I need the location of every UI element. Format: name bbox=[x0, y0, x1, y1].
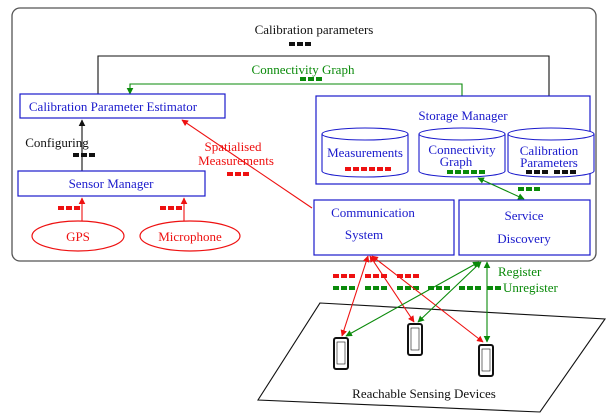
connectivity-db-token-icon bbox=[447, 170, 485, 174]
storage-manager-label: Storage Manager bbox=[418, 108, 508, 123]
spatialised-label-line1: Spatialised bbox=[204, 139, 262, 154]
gps-sensor bbox=[31, 220, 125, 252]
phone-icon bbox=[407, 323, 423, 356]
calibration-parameters-flow bbox=[97, 55, 553, 129]
service-to-graph-arrow bbox=[477, 177, 525, 200]
gps-token-icon bbox=[58, 206, 80, 210]
system-container bbox=[11, 7, 597, 262]
register-label: Register bbox=[498, 264, 542, 279]
connectivity-db-label-line1: Connectivity bbox=[428, 142, 496, 157]
phone-icon bbox=[333, 337, 349, 370]
calibration-db-label-line2: Parameters bbox=[520, 155, 578, 170]
calibration-token-icon bbox=[289, 42, 311, 46]
calibration-parameters-database bbox=[507, 127, 595, 178]
measurements-db-label: Measurements bbox=[327, 145, 403, 160]
estimator-label: Calibration Parameter Estimator bbox=[29, 99, 198, 114]
measurements-database bbox=[321, 127, 409, 178]
service-label-line2: Discovery bbox=[497, 231, 551, 246]
service-device2-arrow bbox=[417, 261, 482, 323]
connectivity-token-icon bbox=[300, 77, 322, 81]
estimator-box bbox=[19, 93, 226, 119]
communication-label-line1: Communication bbox=[331, 205, 415, 220]
spatialised-label-line2: Measurements bbox=[198, 153, 274, 168]
service-label-line1: Service bbox=[505, 208, 544, 223]
calibration-db-token-icon bbox=[526, 170, 576, 174]
unregister-label: Unregister bbox=[503, 280, 559, 295]
measurements-token-icon bbox=[345, 167, 391, 171]
reachable-devices-label: Reachable Sensing Devices bbox=[352, 386, 496, 401]
configuring-token-icon bbox=[73, 153, 95, 157]
connectivity-db-label-line2: Graph bbox=[440, 154, 473, 169]
calibration-parameters-label: Calibration parameters bbox=[255, 22, 374, 37]
microphone-label: Microphone bbox=[158, 229, 222, 244]
communication-system-box bbox=[313, 199, 455, 256]
phone-icon bbox=[478, 344, 494, 377]
configuring-label: Configuring bbox=[25, 135, 89, 150]
service-discovery-box bbox=[458, 199, 591, 256]
red-tokens-icon bbox=[333, 274, 419, 278]
microphone-sensor bbox=[139, 220, 241, 252]
service-graph-token-icon bbox=[518, 187, 540, 191]
sensor-manager-label: Sensor Manager bbox=[69, 176, 155, 191]
sensor-manager-box bbox=[17, 170, 206, 197]
spatialised-token-icon bbox=[227, 172, 249, 176]
spatialised-flow-arrow bbox=[181, 119, 313, 209]
communication-label-line2: System bbox=[345, 227, 383, 242]
connectivity-graph-database bbox=[418, 127, 506, 178]
microphone-token-icon bbox=[160, 206, 182, 210]
gps-label: GPS bbox=[66, 229, 90, 244]
calibration-db-label-line1: Calibration bbox=[520, 143, 579, 158]
connectivity-graph-flow-label: Connectivity Graph bbox=[252, 62, 355, 77]
